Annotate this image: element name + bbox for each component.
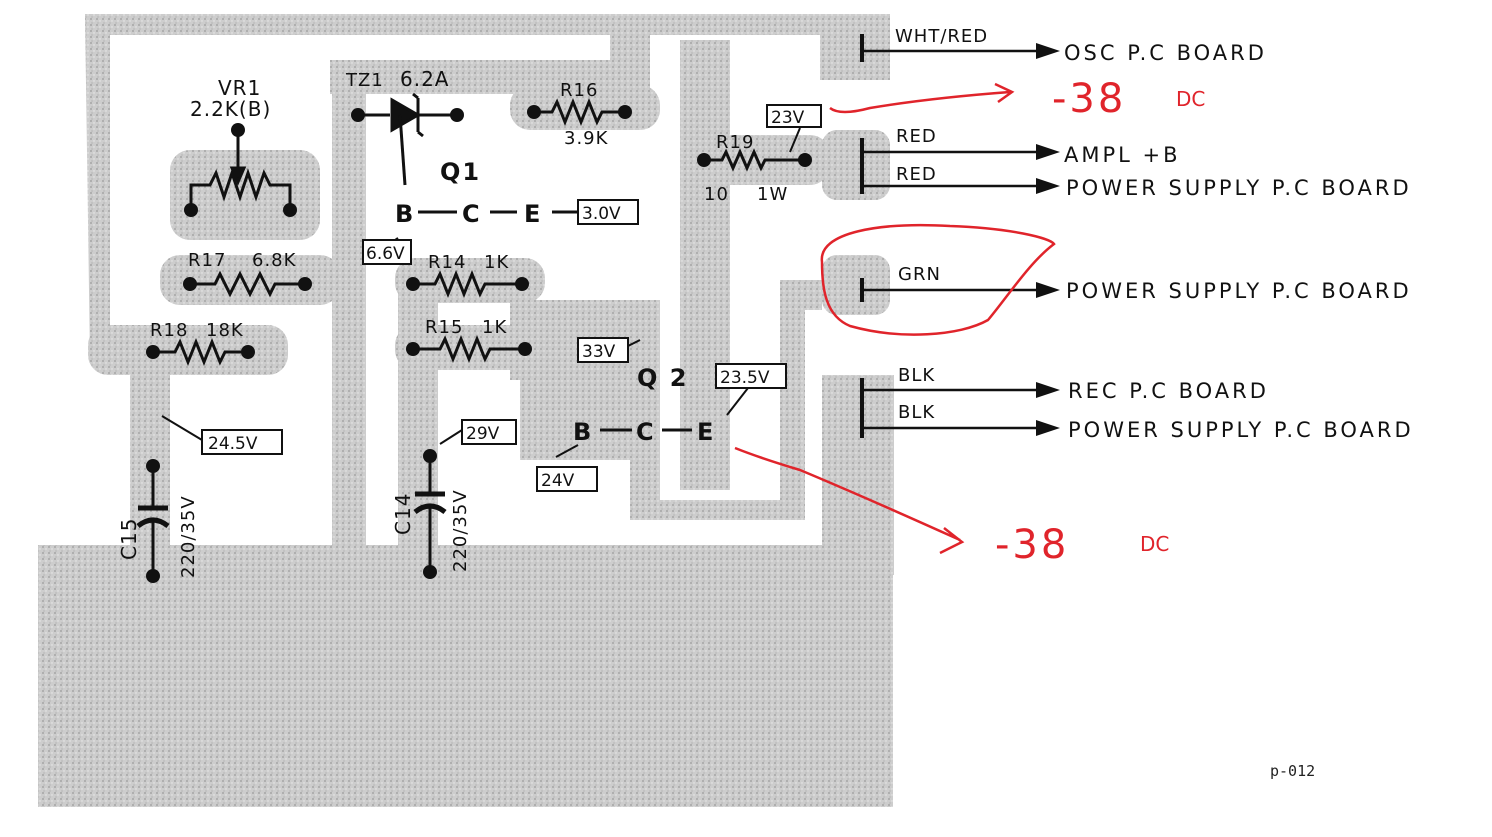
terminal-dest-2: AMPL +B (1064, 143, 1181, 167)
terminal-grn-pad (822, 255, 890, 315)
page-id: p-012 (1270, 762, 1315, 780)
red-annotations (734, 82, 1056, 555)
terminal-dest-5: REC P.C BOARD (1068, 379, 1269, 403)
terminal-wire-5: BLK (898, 365, 935, 386)
r16-symbol (534, 97, 625, 127)
terminals: WHT/RED OSC P.C BOARD RED AMPL +B RED PO… (860, 26, 1414, 442)
terminal-dest-1: OSC P.C BOARD (1064, 41, 1267, 65)
terminal-wire-4: GRN (898, 264, 941, 285)
r18-ref: R18 (150, 320, 188, 341)
symbols (136, 92, 805, 576)
q1-base: B (395, 200, 415, 228)
component-labels: VR1 2.2K(B) TZ1 6.2A R16 3.9K Q1 B C E R… (117, 67, 788, 578)
tz1-symbol (390, 97, 422, 133)
terminal-wire-3: RED (896, 164, 937, 185)
center-vertical-trace (332, 60, 366, 550)
q2-collector: C (636, 418, 656, 446)
ground-plane (38, 545, 893, 807)
ground-plane-right (822, 375, 894, 575)
q1-ref: Q1 (440, 158, 481, 186)
terminal-dest-6: POWER SUPPLY P.C BOARD (1068, 418, 1414, 442)
r16-ref: R16 (560, 80, 598, 101)
annotation-unit-2: DC (1140, 532, 1169, 556)
r18-symbol (153, 337, 248, 367)
terminal-wire-2: RED (896, 126, 937, 147)
annotation-circle-grn (820, 223, 1056, 336)
c15-ref: C15 (117, 518, 141, 560)
vr1-ref: VR1 (218, 76, 261, 100)
r17-ref: R17 (188, 250, 226, 271)
r16-vertical (610, 20, 650, 120)
r19-pad-area (690, 135, 830, 185)
annotation-value-2: -38 (995, 522, 1069, 568)
c14-ref: C14 (391, 493, 415, 535)
r15-ref: R15 (425, 317, 463, 338)
vr1-symbol (189, 168, 292, 210)
voltage-q2-emitter: 23.5V (720, 368, 770, 388)
voltage-c14: 29V (466, 424, 500, 444)
red-annotation-labels: -38 DC -38 DC (995, 76, 1205, 568)
voltage-c15: 24.5V (208, 434, 258, 454)
vr1-value: 2.2K(B) (190, 97, 271, 121)
terminal-dest-3: POWER SUPPLY P.C BOARD (1066, 176, 1412, 200)
c14-value: 220/35V (450, 489, 471, 572)
annotation-unit-1: DC (1176, 87, 1205, 111)
q2-ref: Q 2 (637, 364, 688, 392)
r17-symbol (190, 270, 305, 298)
c15-value: 220/35V (178, 495, 199, 578)
r15-value: 1K (482, 317, 507, 338)
q2-base: B (573, 418, 593, 446)
r16-value: 3.9K (564, 128, 609, 149)
voltage-q2-base: 24V (541, 471, 575, 491)
r18-value: 18K (206, 320, 244, 341)
r15-symbol (413, 334, 525, 364)
r17-trace (160, 255, 340, 305)
r14-value: 1K (484, 252, 509, 273)
r19-symbol (704, 148, 805, 172)
voltage-q2-collector: 33V (582, 342, 616, 362)
voltage-labels: 3.0V 6.6V 23V 33V 23.5V 24.5V 29V 24V (201, 104, 822, 492)
voltage-q1-emitter: 3.0V (582, 204, 621, 224)
annotation-value-1: -38 (1052, 76, 1126, 122)
tz1-ref: TZ1 (345, 70, 384, 91)
terminal-dest-4: POWER SUPPLY P.C BOARD (1066, 279, 1412, 303)
r14-symbol (413, 269, 522, 299)
voltage-r19: 23V (771, 108, 805, 128)
terminal-wire-6: BLK (898, 402, 935, 423)
r17-value: 6.8K (252, 250, 297, 271)
terminal-wire-1: WHT/RED (895, 26, 988, 47)
terminal-red-pad (822, 130, 890, 200)
annotation-arrow-bottom (734, 446, 965, 555)
vr1-pad-area (170, 150, 320, 240)
annotation-arrow-top (829, 82, 1015, 114)
copper-traces (38, 14, 894, 807)
r19-trace (680, 40, 730, 490)
q2-emitter: E (697, 418, 715, 446)
r19-ref: R19 (716, 132, 754, 153)
q1-collector: C (462, 200, 482, 228)
r14-r15-link (398, 270, 438, 550)
tz1-value: 6.2A (400, 67, 450, 91)
r19-value: 10 (704, 184, 729, 205)
r19-power: 1W (757, 184, 788, 205)
q1-emitter: E (524, 200, 542, 228)
r14-ref: R14 (428, 252, 466, 273)
voltage-q1-base: 6.6V (366, 244, 405, 264)
